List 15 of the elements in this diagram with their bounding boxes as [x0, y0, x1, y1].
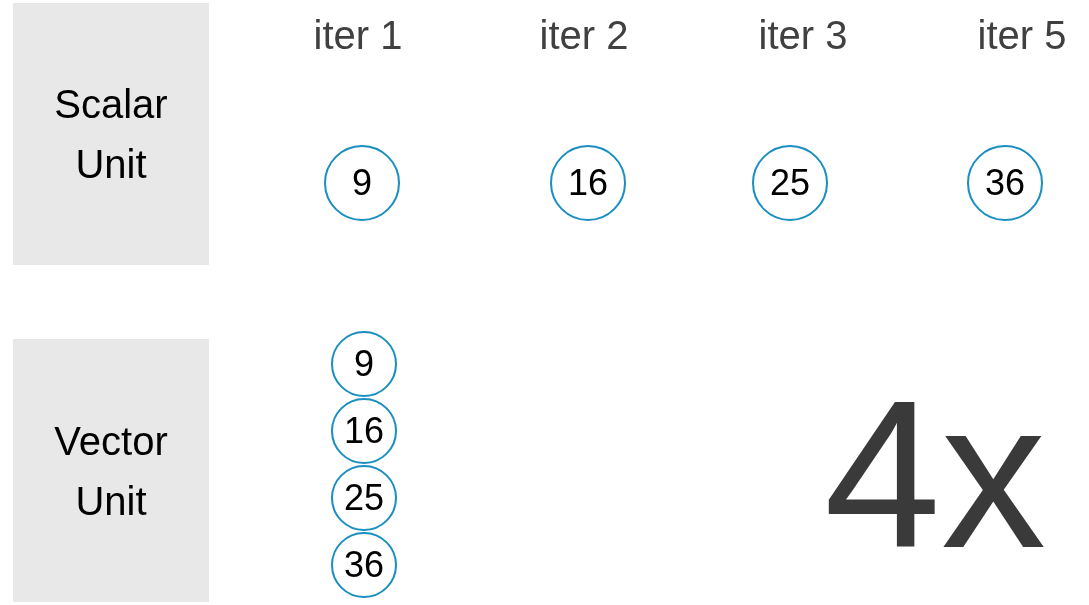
value-label: 36	[984, 165, 1025, 201]
unit-label: Scalar Unit	[53, 81, 169, 188]
value-label: 16	[567, 165, 608, 201]
value-label: 25	[769, 165, 810, 201]
iteration-label: iter 1	[312, 12, 404, 59]
unit-label: Vector Unit	[53, 417, 169, 525]
iteration-label: iter 2	[538, 12, 630, 59]
speedup-label: 4x	[823, 360, 1047, 590]
value-label: 36	[343, 547, 384, 583]
value-label: 16	[343, 413, 384, 449]
iteration-label: iter 3	[757, 12, 849, 59]
value-label: 9	[352, 165, 372, 201]
value-label: 25	[343, 480, 384, 516]
iteration-label: iter 5	[976, 12, 1068, 59]
value-label: 9	[354, 346, 374, 382]
